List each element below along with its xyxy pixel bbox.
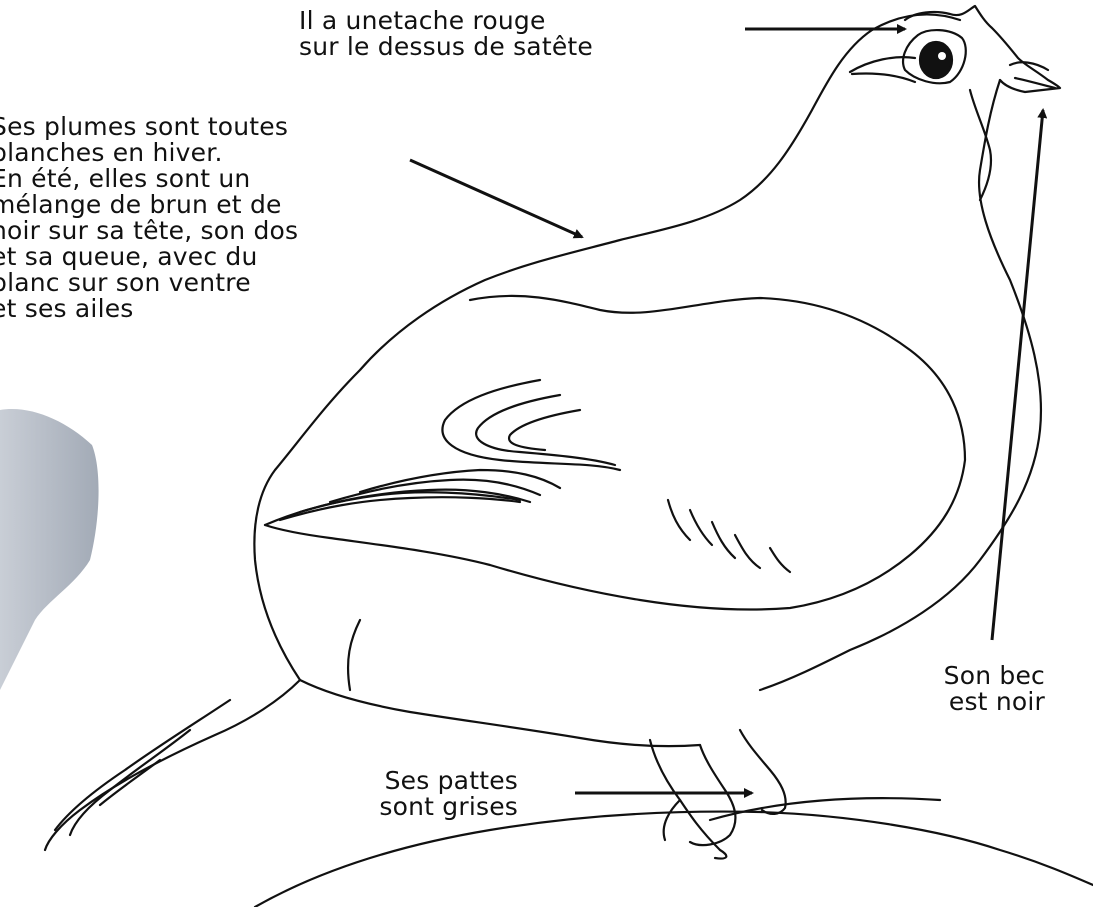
bird-head-back-outline — [254, 15, 960, 680]
label-legs-line-1: Ses pattes — [318, 768, 518, 794]
perch-branch — [255, 812, 1093, 907]
bird-tail — [45, 680, 300, 850]
label-beak: Son bec est noir — [905, 663, 1045, 715]
label-feathers-line-7: blanc sur son ventre — [0, 270, 298, 296]
label-beak-line-1: Son bec — [905, 663, 1045, 689]
label-feathers: Ses plumes sont toutes blanches en hiver… — [0, 114, 298, 322]
label-head-line-2: sur le dessus de satête — [299, 34, 593, 60]
label-beak-line-2: est noir — [905, 689, 1045, 715]
label-legs: Ses pattes sont grises — [318, 768, 518, 820]
arrow-beak — [992, 110, 1043, 640]
label-feathers-line-6: et sa queue, avec du — [0, 244, 298, 270]
label-feathers-line-5: noir sur sa tête, son dos — [0, 218, 298, 244]
bird-leg — [690, 745, 735, 845]
decorative-gray-shape — [0, 409, 99, 690]
bird-chest-outline — [760, 80, 1041, 690]
label-head-spot: Il a unetache rouge sur le dessus de sat… — [299, 8, 593, 60]
label-feathers-line-8: et ses ailes — [0, 296, 298, 322]
label-legs-line-2: sont grises — [318, 794, 518, 820]
bird-eye — [920, 42, 952, 78]
label-head-line-1: Il a unetache rouge — [299, 8, 593, 34]
arrow-feathers — [410, 160, 582, 237]
label-feathers-line-1: Ses plumes sont toutes — [0, 114, 298, 140]
label-feathers-line-3: En été, elles sont un — [0, 166, 298, 192]
label-feathers-line-4: mélange de brun et de — [0, 192, 298, 218]
bird-wing-outline — [265, 296, 965, 610]
label-feathers-line-2: blanches en hiver. — [0, 140, 298, 166]
